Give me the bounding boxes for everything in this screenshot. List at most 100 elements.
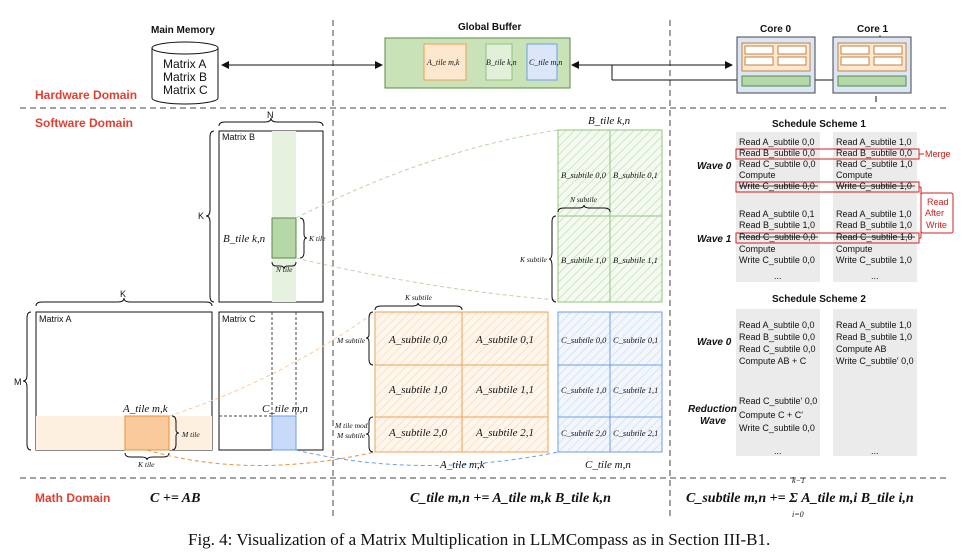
c-subtile-20: C_subtile 2,0 <box>561 428 607 438</box>
global-buffer-title: Global Buffer <box>458 22 521 33</box>
merge-label: Merge <box>925 149 951 159</box>
memory-matrix-c: Matrix C <box>163 83 208 97</box>
m-subtile-label: M subtile <box>336 336 366 345</box>
a-zoom-curve <box>146 449 376 466</box>
a-subtile-00: A_subtile 0,0 <box>388 334 448 346</box>
s1-c1w0-l1: Read B_subtile 0,0 <box>836 148 912 158</box>
a-subtile-10: A_subtile 1,0 <box>388 384 448 396</box>
schedule-scheme-2: Schedule Scheme 2 Wave 0 Reduction Wave … <box>688 294 917 456</box>
a-tile-zoom: A_subtile 0,0 A_subtile 0,1 A_subtile 1,… <box>334 293 549 471</box>
k-tile-label: K tile <box>308 234 326 243</box>
core-0: Core 0 <box>736 24 816 94</box>
b-tile-label: B_tile k,n <box>223 233 266 245</box>
matrix-b: Matrix B B_tile k,n K tile N tile N K <box>198 110 326 303</box>
b-zoom-curve-bottom <box>295 257 559 301</box>
figure-caption: Fig. 4: Visualization of a Matrix Multip… <box>188 530 770 549</box>
s1-c1w1-l4: Write C_subtile 1,0 <box>836 255 912 265</box>
c-zoom-curve <box>295 449 559 467</box>
dim-k-side: K <box>198 211 204 221</box>
s2-red-l1: Compute C + C' <box>739 410 803 420</box>
matrix-b-label: Matrix B <box>222 132 255 142</box>
s1-c0w1-l0: Read A_subtile 0,1 <box>739 209 815 219</box>
schedule2-wave0: Wave 0 <box>697 337 732 348</box>
main-memory: Main Memory Matrix A Matrix B Matrix C <box>151 25 219 105</box>
s2-c1w0-l0: Read A_subtile 1,0 <box>836 320 912 330</box>
m-tile-mod-label-2: M subtile <box>336 431 366 440</box>
core1-title: Core 1 <box>857 24 889 35</box>
k-tile-bottom-label: K tile <box>137 460 155 469</box>
s1-c1w1-l1: Read B_subtile 1,0 <box>836 220 912 230</box>
c-tile-footer: C_tile m,n <box>585 459 631 471</box>
core0-title: Core 0 <box>760 24 792 35</box>
c-tile-label: C_tile m,n <box>262 403 308 415</box>
schedule1-wave0: Wave 0 <box>697 161 732 172</box>
b-subtile-11: B_subtile 1,1 <box>613 255 658 265</box>
s1-c1w1-l3: Compute <box>836 244 873 254</box>
memory-matrix-a: Matrix A <box>163 57 206 71</box>
reduction-label-2: Wave <box>700 416 726 427</box>
s2-c0w0-l2: Read C_subtile 0,0 <box>739 344 816 354</box>
a-tile-footer: A_tile m,k <box>439 459 486 471</box>
s1-c0w0-l1: Read B_subtile 0,0 <box>739 148 815 158</box>
core-1: Core 1 <box>832 24 912 94</box>
schedule-scheme-1: Schedule Scheme 1 Wave 0 Wave 1 Read A_s… <box>697 119 954 282</box>
math-eq-1: C += AB <box>150 491 200 506</box>
b-zoom-curve-top <box>295 129 559 219</box>
schedule1-wave1: Wave 1 <box>697 234 732 245</box>
b-tile-zoom: B_tile k,n B_subtile 0,0 B_subtile 0,1 B… <box>519 115 663 303</box>
buffer-a-tile: A_tile m,k <box>426 58 460 67</box>
a-subtile-11: A_subtile 1,1 <box>475 384 534 396</box>
b-subtile-00: B_subtile 0,0 <box>561 170 607 180</box>
memory-matrix-b: Matrix B <box>163 70 207 84</box>
schedule1-title: Schedule Scheme 1 <box>772 119 866 130</box>
s1-c1w0-l3: Compute <box>836 170 873 180</box>
matrix-c: Matrix C C_tile m,n <box>218 311 324 451</box>
s1-c1w0-l2: Read C_subtile 1,0 <box>836 159 913 169</box>
dim-m: M <box>14 377 22 387</box>
c-subtile-21: C_subtile 2,1 <box>613 428 658 438</box>
s1-c0w1-l4: Write C_subtile 0,0 <box>739 255 815 265</box>
raw-label-1: Read <box>927 197 949 207</box>
math-eq-2: C_tile m,n += A_tile m,k B_tile k,n <box>410 491 611 506</box>
matrix-c-label: Matrix C <box>222 314 256 324</box>
s2-ellipsis-0: ... <box>774 446 782 456</box>
matrix-a: Matrix A A_tile m,k M tile K tile K M <box>14 289 213 469</box>
c-tile-zoom: C_subtile 0,0 C_subtile 0,1 C_subtile 1,… <box>557 311 663 471</box>
s2-c0w0-l1: Read B_subtile 0,0 <box>739 332 815 342</box>
m-tile-label: M tile <box>181 430 200 439</box>
s1-c1w0-l0: Read A_subtile 1,0 <box>836 137 912 147</box>
s2-c1w0-l3: Write C_subtile' 0,0 <box>836 356 914 366</box>
a-subtile-20: A_subtile 2,0 <box>388 427 448 439</box>
s2-red-l0: Read C_subtile' 0,0 <box>739 396 817 406</box>
s1-c0w0-l0: Read A_subtile 0,0 <box>739 137 815 147</box>
s1-ellipsis-0: ... <box>774 271 782 281</box>
s1-c0w1-l1: Read B_subtile 1,0 <box>739 220 815 230</box>
b-subtile-01: B_subtile 0,1 <box>613 170 658 180</box>
n-tile-label: N tile <box>275 265 293 274</box>
math-eq3-upper: k−1 <box>792 476 805 485</box>
reduction-label-1: Reduction <box>688 404 737 415</box>
software-domain-label: Software Domain <box>35 116 133 130</box>
c-subtile-00: C_subtile 0,0 <box>561 335 607 345</box>
a-subtile-21: A_subtile 2,1 <box>475 427 534 439</box>
k-subtile-top-label: K subtile <box>404 293 433 302</box>
main-memory-title: Main Memory <box>151 25 215 36</box>
s1-c0w0-l3: Compute <box>739 170 776 180</box>
s2-c0w0-l3: Compute AB + C <box>739 356 807 366</box>
matrix-a-label: Matrix A <box>39 314 72 324</box>
k-subtile-side-label: K subtile <box>519 255 548 264</box>
s1-c1w1-l0: Read A_subtile 1,0 <box>836 209 912 219</box>
math-eq-3: C_subtile m,n += Σ A_tile m,i B_tile i,n <box>686 491 914 506</box>
global-buffer: Global Buffer A_tile m,k B_tile k,n C_ti… <box>384 22 571 89</box>
s2-c0w0-l0: Read A_subtile 0,0 <box>739 320 815 330</box>
hardware-domain-label: Hardware Domain <box>35 88 137 102</box>
buffer-b-tile: B_tile k,n <box>486 58 517 67</box>
c-subtile-10: C_subtile 1,0 <box>561 385 607 395</box>
c-subtile-01: C_subtile 0,1 <box>613 335 658 345</box>
raw-label-3: Write <box>926 220 947 230</box>
a-zoom-curve-top <box>168 311 376 417</box>
s2-red-l2: Write C_subtile 0,0 <box>739 423 815 433</box>
math-eq3-lower: i=0 <box>792 510 804 519</box>
s2-c1w0-l2: Compute AB <box>836 344 887 354</box>
